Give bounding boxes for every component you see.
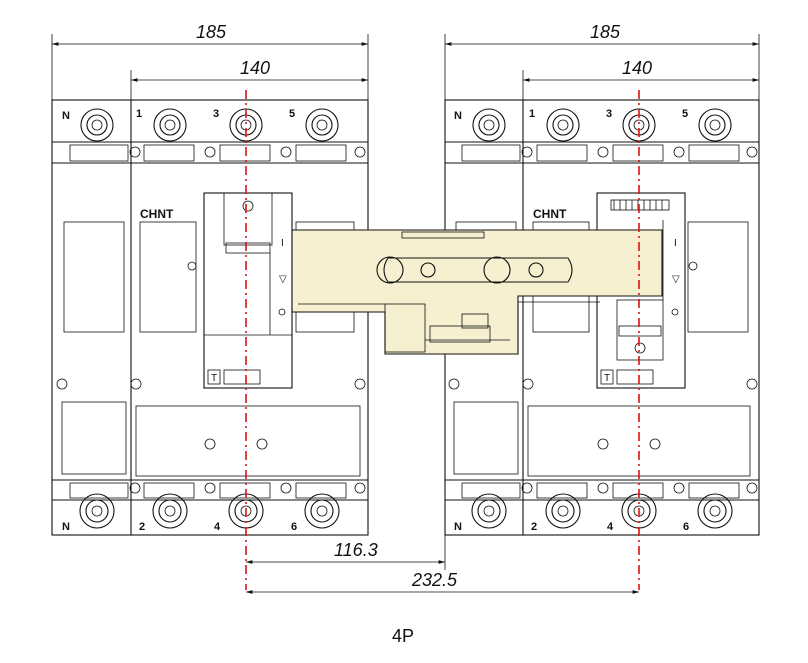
interlock-pin-left [376,256,404,284]
svg-text:▽: ▽ [672,274,680,285]
svg-text:I: I [674,238,677,249]
right-bottom-terminal-2: 2 [531,521,537,533]
right-top-terminal-1: 1 [529,108,535,120]
left-handle-window [203,192,293,389]
dim-left-inner: 140 [240,58,270,78]
right-top-terminal-3: 3 [606,108,612,120]
left-bottom-terminal-4: 4 [214,521,221,533]
left-toggle-handle [223,192,273,246]
svg-text:T: T [211,373,217,384]
dim-right-inner: 140 [622,58,652,78]
right-top-terminal-5: 5 [682,108,688,120]
pole-caption: 4P [392,626,414,646]
right-brand-label: CHNT [533,207,567,221]
dimension-lines [51,34,760,594]
dim-offset-long: 232.5 [411,570,458,590]
left-top-terminal-n: N [62,110,70,122]
dim-right-overall: 185 [590,22,621,42]
right-bottom-terminal-n: N [454,521,462,533]
dim-offset-short: 116.3 [334,540,378,560]
interlock-pin-right [483,256,511,284]
svg-text:▽: ▽ [279,274,287,285]
interlock-slot-bar [383,257,573,283]
dim-left-overall: 185 [196,22,227,42]
right-breaker: N 1 3 5 CHNT T I ▽ [444,99,760,536]
left-brand-label: CHNT [140,207,174,221]
left-bottom-terminal-2: 2 [139,521,145,533]
right-top-terminals [461,108,758,162]
left-breaker: N 1 3 5 CHNT T I ▽ [51,99,369,536]
right-top-terminal-n: N [454,110,462,122]
right-toggle-handle [616,299,664,361]
left-top-terminal-1: 1 [136,108,142,120]
left-top-terminal-5: 5 [289,108,295,120]
left-breaker-body [51,99,369,536]
right-bottom-terminals [461,482,758,529]
svg-text:T: T [604,373,610,384]
svg-text:I: I [281,238,284,249]
right-bottom-terminal-6: 6 [683,521,689,533]
left-bottom-terminal-6: 6 [291,521,297,533]
mechanical-interlock [291,229,663,355]
left-top-terminal-3: 3 [213,108,219,120]
left-bottom-terminal-n: N [62,521,70,533]
right-bottom-terminal-4: 4 [607,521,614,533]
left-bottom-terminals [69,482,366,529]
